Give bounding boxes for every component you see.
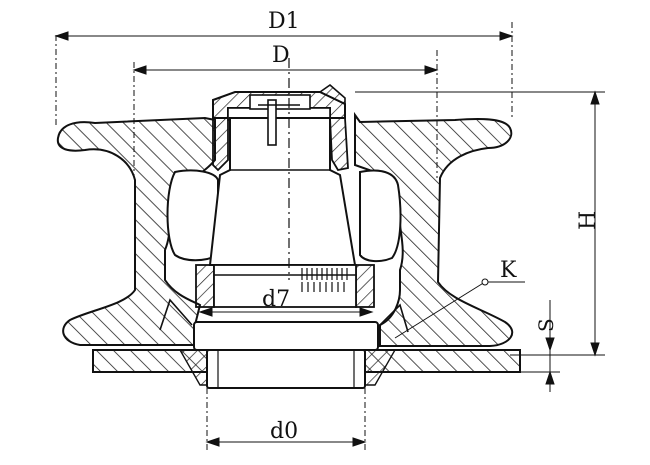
label-h: H (576, 211, 601, 230)
bottom-hub (178, 321, 397, 389)
label-s: S (534, 318, 558, 332)
central-shaft (195, 117, 375, 308)
label-d7: d7 (262, 287, 290, 312)
bollard-body-right (354, 111, 514, 347)
weld-lines (159, 298, 409, 333)
dimension-lines (54, 22, 605, 452)
label-k: K (500, 258, 517, 283)
cap-pin (258, 99, 300, 146)
thread-marks (301, 268, 348, 292)
label-d: D (272, 43, 290, 68)
top-cap (212, 83, 346, 121)
label-d0: d0 (270, 419, 298, 444)
inner-cavities (166, 169, 402, 263)
label-d1: D1 (268, 9, 300, 34)
